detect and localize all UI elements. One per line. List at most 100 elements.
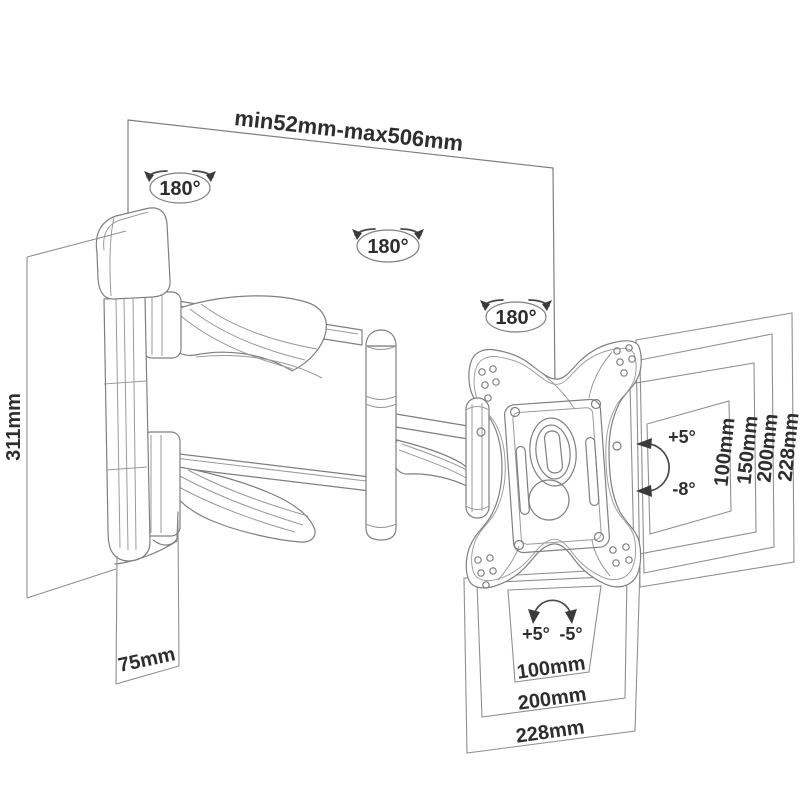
bracket-cap-line — [103, 211, 149, 251]
upper-arm-cover-line — [189, 308, 306, 361]
vesa-rect-228h — [635, 312, 795, 588]
rotation-minus-label: -5° — [559, 624, 582, 644]
plate-ridge-line — [497, 545, 520, 581]
bracket-upper-knuckle-lines — [151, 294, 163, 356]
pivot-post-shaft — [365, 345, 397, 541]
forearm-cover-line — [398, 449, 467, 479]
plate-slot-left — [515, 445, 530, 515]
pivot-post-bottom-line — [365, 523, 397, 528]
vesa-height-rectangles — [629, 312, 795, 588]
bracket-cap — [95, 207, 171, 300]
vesa-plate-inner-contour — [471, 347, 637, 582]
forearm-bar — [395, 413, 469, 440]
dimension-width-label: 75mm — [116, 643, 177, 677]
plate-hinge-caps — [465, 406, 490, 510]
forearm-cover — [391, 439, 473, 488]
dimension-height-lines — [26, 230, 127, 599]
lower-arm — [162, 451, 371, 543]
plate-hinge — [465, 397, 490, 519]
plate-corner-hole — [513, 539, 525, 551]
plate-corner-hole — [509, 406, 521, 418]
lower-arm-cover-line — [179, 475, 304, 526]
swivel-ellipse — [356, 229, 420, 263]
extension-panel-outline — [127, 119, 556, 393]
tilt-arrow-down-icon — [636, 485, 652, 497]
vesa-rect-100h — [646, 400, 732, 535]
vesa-width-label-228: 228mm — [515, 716, 586, 747]
tilt-indicator: +5° -8° — [636, 427, 696, 499]
forearm — [391, 397, 490, 519]
upper-arm-lower-edge — [195, 355, 323, 379]
plate-center-frame — [504, 398, 610, 554]
plate-oval-hole-outer — [529, 417, 577, 487]
swivel-indicator-2: 180° — [352, 228, 424, 263]
plate-ridge-line — [588, 351, 613, 399]
rotate-arrow-right-tip-icon — [414, 229, 424, 240]
bracket-foot-curve — [114, 540, 178, 565]
pivot-post-cap-line — [365, 345, 397, 350]
swivel-angle-label: 180° — [159, 178, 200, 200]
rotate-arrow-left-tip-icon — [352, 229, 362, 240]
swivel-angle-label: 180° — [367, 236, 408, 258]
dimension-width-lines — [115, 519, 180, 685]
rotation-arrow-left-icon — [528, 609, 540, 624]
swivel-indicator-1: 180° — [144, 170, 216, 204]
bracket-body — [103, 296, 151, 562]
bracket-lower-knuckle-lines — [150, 435, 162, 533]
vesa-rect-150h — [629, 362, 757, 556]
extension-range-label: min52mm-max506mm — [233, 105, 464, 156]
vesa-width-label-200: 200mm — [517, 683, 588, 714]
lower-arm-cover-line — [176, 485, 296, 533]
plate-slot-right — [585, 437, 600, 507]
wall-bracket — [95, 207, 182, 565]
swivel-indicator-3: 180° — [480, 299, 552, 333]
tilt-down-label: -8° — [672, 479, 695, 499]
swivel-ellipse — [149, 172, 211, 204]
pivot-post-cap — [365, 329, 397, 347]
vesa-width-rectangles — [463, 567, 641, 754]
rotate-arrow-left-tip-icon — [480, 300, 490, 311]
lower-arm-bar-line — [165, 456, 367, 482]
plate-corner-hole — [593, 531, 605, 543]
plate-corner-hole — [590, 398, 602, 410]
tilt-arc-icon — [649, 443, 670, 492]
plate-oval-slot — [543, 430, 564, 474]
rotate-arrow-right-tip-icon — [542, 300, 552, 311]
bracket-cap-line — [109, 217, 115, 297]
tilt-up-label: +5° — [668, 427, 696, 447]
plate-ridge-line — [591, 539, 611, 577]
bracket-foot-flare — [152, 511, 179, 546]
vesa-rect-200h — [639, 333, 775, 574]
plate-hinge-lines — [471, 403, 483, 512]
vesa-rect-200w — [476, 575, 628, 718]
rotate-arrow-left-tip-icon — [144, 171, 154, 182]
bracket-body-segments — [103, 380, 148, 471]
plate-screw-holes — [474, 344, 636, 589]
plate-ridge-line — [531, 365, 575, 409]
plate-lower-hole — [528, 479, 570, 521]
tilt-arrow-up-icon — [636, 438, 652, 449]
dimension-width: 75mm — [115, 519, 180, 685]
bracket-body-lines — [115, 297, 137, 551]
swivel-ellipse — [485, 301, 547, 333]
dimension-height-label: 311mm — [3, 393, 25, 461]
upper-arm — [164, 295, 363, 379]
vesa-width-label-100: 100mm — [516, 652, 587, 683]
rotation-arrow-right-icon — [565, 609, 577, 624]
lower-arm-cover-line — [187, 469, 309, 517]
rotation-plus-label: +5° — [522, 624, 550, 644]
vesa-rect-228w — [463, 567, 641, 754]
rotation-arc-icon — [533, 599, 572, 616]
plate-hinge-hole — [476, 427, 486, 437]
dimension-height: 311mm — [3, 230, 127, 599]
swivel-angle-label: 180° — [495, 307, 536, 329]
pivot-post-ring — [365, 395, 397, 408]
pivot-post — [365, 329, 397, 541]
rotate-arrow-right-tip-icon — [206, 171, 216, 182]
forearm-cover-line — [401, 443, 470, 472]
vesa-plate — [465, 340, 642, 589]
upper-arm-cover-line — [180, 315, 294, 370]
upper-arm-cover-line — [200, 303, 318, 350]
